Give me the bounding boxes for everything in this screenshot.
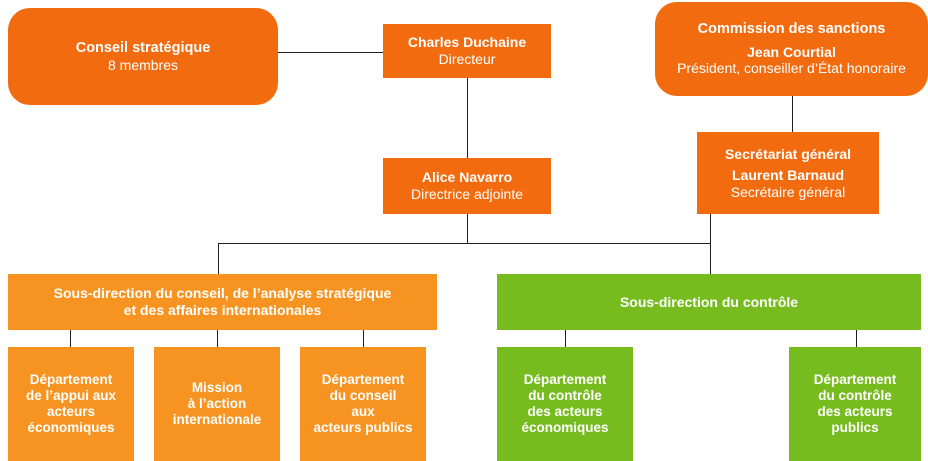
- commission-sanctions-name: Jean Courtial: [747, 43, 836, 60]
- connector-directeur-to-adjointe: [467, 78, 468, 158]
- dept-line: à l’action: [187, 396, 247, 412]
- dept-line: Mission: [191, 380, 243, 396]
- node-secretariat-general[interactable]: Secrétariat général Laurent Barnaud Secr…: [697, 132, 879, 214]
- connector-commission-to-secretariat: [792, 96, 793, 132]
- node-dept-controle-acteurs-economiques[interactable]: Département du contrôle des acteurs écon…: [497, 347, 633, 461]
- node-conseil-strategique[interactable]: Conseil stratégique 8 membres: [8, 8, 278, 105]
- dept-line: publics: [831, 419, 879, 435]
- node-commission-sanctions[interactable]: Commission des sanctions Jean Courtial P…: [655, 2, 928, 96]
- connector-bus-to-sous-direction-controle: [710, 243, 711, 274]
- connector-sdc-to-dept-2: [217, 330, 218, 347]
- connector-bus-horizontal: [218, 243, 711, 244]
- dept-line: économiques: [27, 419, 115, 435]
- directrice-adjointe-role: Directrice adjointe: [410, 186, 524, 202]
- dept-line: Département: [29, 372, 113, 388]
- secretariat-general-title: Secrétariat général: [724, 145, 852, 162]
- connector-bus-to-sous-direction-conseil: [218, 243, 219, 274]
- dept-line: des acteurs: [817, 404, 893, 419]
- dept-line: acteurs: [46, 404, 96, 419]
- connector-sdctrl-to-dept-1: [565, 330, 566, 347]
- connector-secretariat-to-bus: [710, 214, 711, 244]
- node-dept-appui-acteurs-economiques[interactable]: Département de l’appui aux acteurs écono…: [8, 347, 134, 461]
- conseil-strategique-title: Conseil stratégique: [75, 39, 211, 56]
- conseil-strategique-detail: 8 membres: [107, 56, 179, 73]
- dept-line: Département: [813, 372, 897, 388]
- dept-line: du contrôle: [528, 388, 602, 404]
- dept-line: aux: [351, 404, 375, 419]
- dept-line: Département: [523, 372, 607, 388]
- dept-line: du contrôle: [818, 388, 892, 404]
- sous-direction-conseil-line2: et des affaires internationales: [123, 302, 322, 318]
- connector-adjointe-to-bus: [467, 214, 468, 244]
- dept-line: Département: [321, 372, 405, 388]
- node-dept-controle-acteurs-publics[interactable]: Département du contrôle des acteurs publ…: [789, 347, 921, 461]
- node-directrice-adjointe[interactable]: Alice Navarro Directrice adjointe: [383, 158, 551, 214]
- node-mission-action-internationale[interactable]: Mission à l’action internationale: [154, 347, 280, 461]
- sous-direction-conseil-line1: Sous-direction du conseil, de l’analyse …: [53, 285, 392, 302]
- dept-line: de l’appui aux: [25, 388, 117, 404]
- secretariat-general-name: Laurent Barnaud: [731, 167, 844, 184]
- connector-sdctrl-to-dept-2: [856, 330, 857, 347]
- commission-sanctions-role: Président, conseiller d’État honoraire: [677, 60, 906, 77]
- directeur-name: Charles Duchaine: [407, 34, 527, 51]
- directrice-adjointe-name: Alice Navarro: [421, 169, 513, 186]
- directeur-role: Directeur: [438, 51, 496, 67]
- node-directeur[interactable]: Charles Duchaine Directeur: [383, 24, 551, 78]
- commission-sanctions-title: Commission des sanctions: [697, 21, 886, 38]
- dept-line: du conseil: [329, 388, 397, 404]
- node-sous-direction-conseil[interactable]: Sous-direction du conseil, de l’analyse …: [8, 274, 437, 330]
- dept-line: internationale: [172, 411, 262, 427]
- dept-line: des acteurs: [527, 404, 603, 419]
- secretariat-general-role: Secrétaire général: [730, 183, 846, 200]
- node-sous-direction-controle[interactable]: Sous-direction du contrôle: [497, 274, 921, 330]
- dept-line: économiques: [521, 419, 609, 435]
- connector-sdc-to-dept-3: [363, 330, 364, 347]
- connector-conseil-to-directeur: [278, 52, 384, 53]
- connector-sdc-to-dept-1: [70, 330, 71, 347]
- sous-direction-controle-line1: Sous-direction du contrôle: [619, 293, 799, 310]
- dept-line: acteurs publics: [313, 419, 413, 435]
- node-dept-conseil-acteurs-publics[interactable]: Département du conseil aux acteurs publi…: [300, 347, 426, 461]
